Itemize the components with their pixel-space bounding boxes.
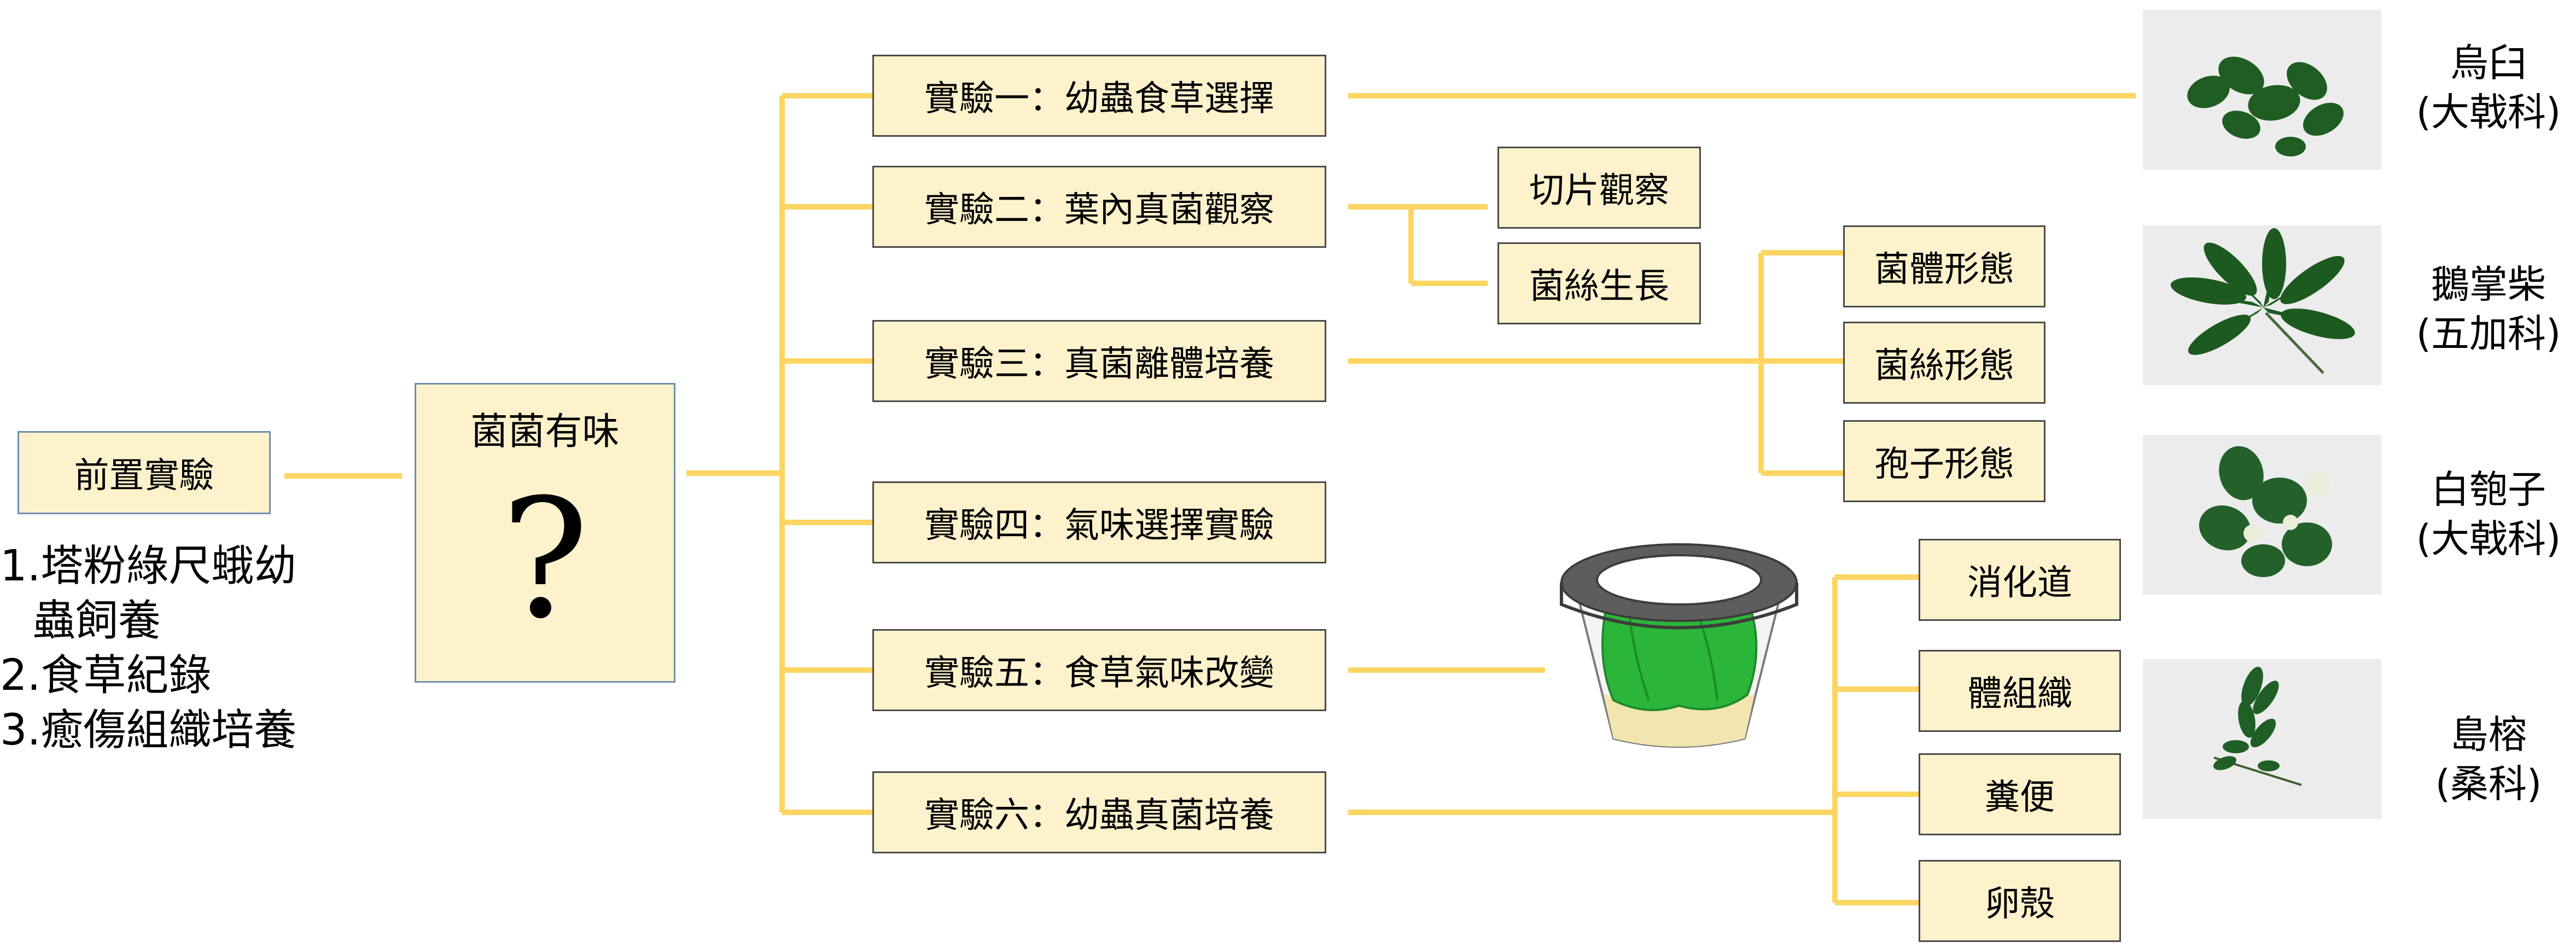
exp2-branch-slice: 切片觀察 [1497,147,1701,229]
exp3-branch-spore: 孢子形態 [1843,420,2045,502]
experiment-4-label: 實驗四：氣味選擇實驗 [924,505,1274,546]
pre-experiment-list: 1.塔粉綠尺蛾幼 蟲飼養 2.食草紀錄 3.癒傷組織培養 [0,539,296,758]
exp6-branch-gut: 消化道 [1919,539,2121,621]
plant-label-1: 烏臼 (大戟科) [2401,38,2576,137]
trap-cup-illustration [1560,543,1798,748]
plant-photo-2 [2143,225,2381,385]
exp3-branch-spore-label: 孢子形態 [1874,444,2014,485]
pre-item-1: 1.塔粉綠尺蛾幼 [0,542,297,591]
experiment-3: 實驗三：真菌離體培養 [872,320,1326,402]
experiment-5: 實驗五：食草氣味改變 [872,629,1326,711]
plant-photo-4 [2143,659,2381,819]
exp6-branch-tissue-label: 體組織 [1967,674,2072,714]
exp2-branch-slice-label: 切片觀察 [1529,171,1669,211]
exp2-branch-hyphae: 菌絲生長 [1497,242,1701,324]
pre-item-2: 2.食草紀錄 [0,651,212,700]
leaf-photo-icon [2213,666,2302,786]
plant-family-3: (大戟科) [2416,516,2561,561]
plant-name-4: 島榕 [2450,712,2527,757]
plant-photo-1 [2143,10,2381,170]
exp6-branch-eggshell: 卵殼 [1919,860,2121,942]
experiment-6: 實驗六：幼蟲真菌培養 [872,771,1326,853]
exp6-branch-gut-label: 消化道 [1967,563,2072,603]
plant-photo-3 [2143,435,2381,595]
exp3-branch-hyphae: 菌絲形態 [1843,322,2045,404]
experiment-5-label: 實驗五：食草氣味改變 [924,653,1274,694]
leaf-photo-icon [2170,228,2355,374]
plant-name-3: 白匏子 [2431,467,2546,512]
plant-name-2: 鵝掌柴 [2431,262,2546,307]
plant-family-4: (桑科) [2435,761,2542,806]
plant-label-2: 鵝掌柴 (五加科) [2401,260,2576,358]
exp6-branch-eggshell-label: 卵殼 [1985,884,2055,924]
pre-item-1-cont: 蟲飼養 [33,596,161,645]
leaf-photo-icon [2187,56,2344,156]
experiment-3-label: 實驗三：真菌離體培養 [924,344,1274,385]
plant-name-1: 烏臼 [2450,40,2527,85]
experiment-2: 實驗二：葉內真菌觀察 [872,166,1326,248]
question-mark: ? [501,464,589,655]
pre-experiment-box: 前置實驗 [18,431,271,514]
plant-family-2: (五加科) [2416,311,2561,356]
exp6-branch-feces-label: 糞便 [1985,777,2055,818]
exp3-branch-hyphae-label: 菌絲形態 [1874,346,2014,386]
leaf-photo-icon [2199,446,2332,577]
experiment-6-label: 實驗六：幼蟲真菌培養 [924,795,1274,836]
experiment-1: 實驗一：幼蟲食草選擇 [872,55,1326,137]
experiment-2-label: 實驗二：葉內真菌觀察 [924,190,1274,230]
center-title: 菌菌有味 [470,410,620,453]
plant-family-1: (大戟科) [2416,90,2561,135]
experiment-1-label: 實驗一：幼蟲食草選擇 [924,79,1274,119]
pre-item-3: 3.癒傷組織培養 [0,706,297,755]
exp3-branch-body-label: 菌體形態 [1874,249,2014,290]
exp6-branch-feces: 糞便 [1919,753,2121,835]
exp2-branch-hyphae-label: 菌絲生長 [1529,266,1669,307]
pre-experiment-label: 前置實驗 [74,456,214,496]
plant-label-4: 島榕 (桑科) [2401,710,2576,809]
experiment-4: 實驗四：氣味選擇實驗 [872,481,1326,563]
exp6-branch-tissue: 體組織 [1919,650,2121,732]
center-box: 菌菌有味 ? [415,383,675,683]
plant-label-3: 白匏子 (大戟科) [2401,465,2576,563]
exp3-branch-body: 菌體形態 [1843,225,2045,307]
